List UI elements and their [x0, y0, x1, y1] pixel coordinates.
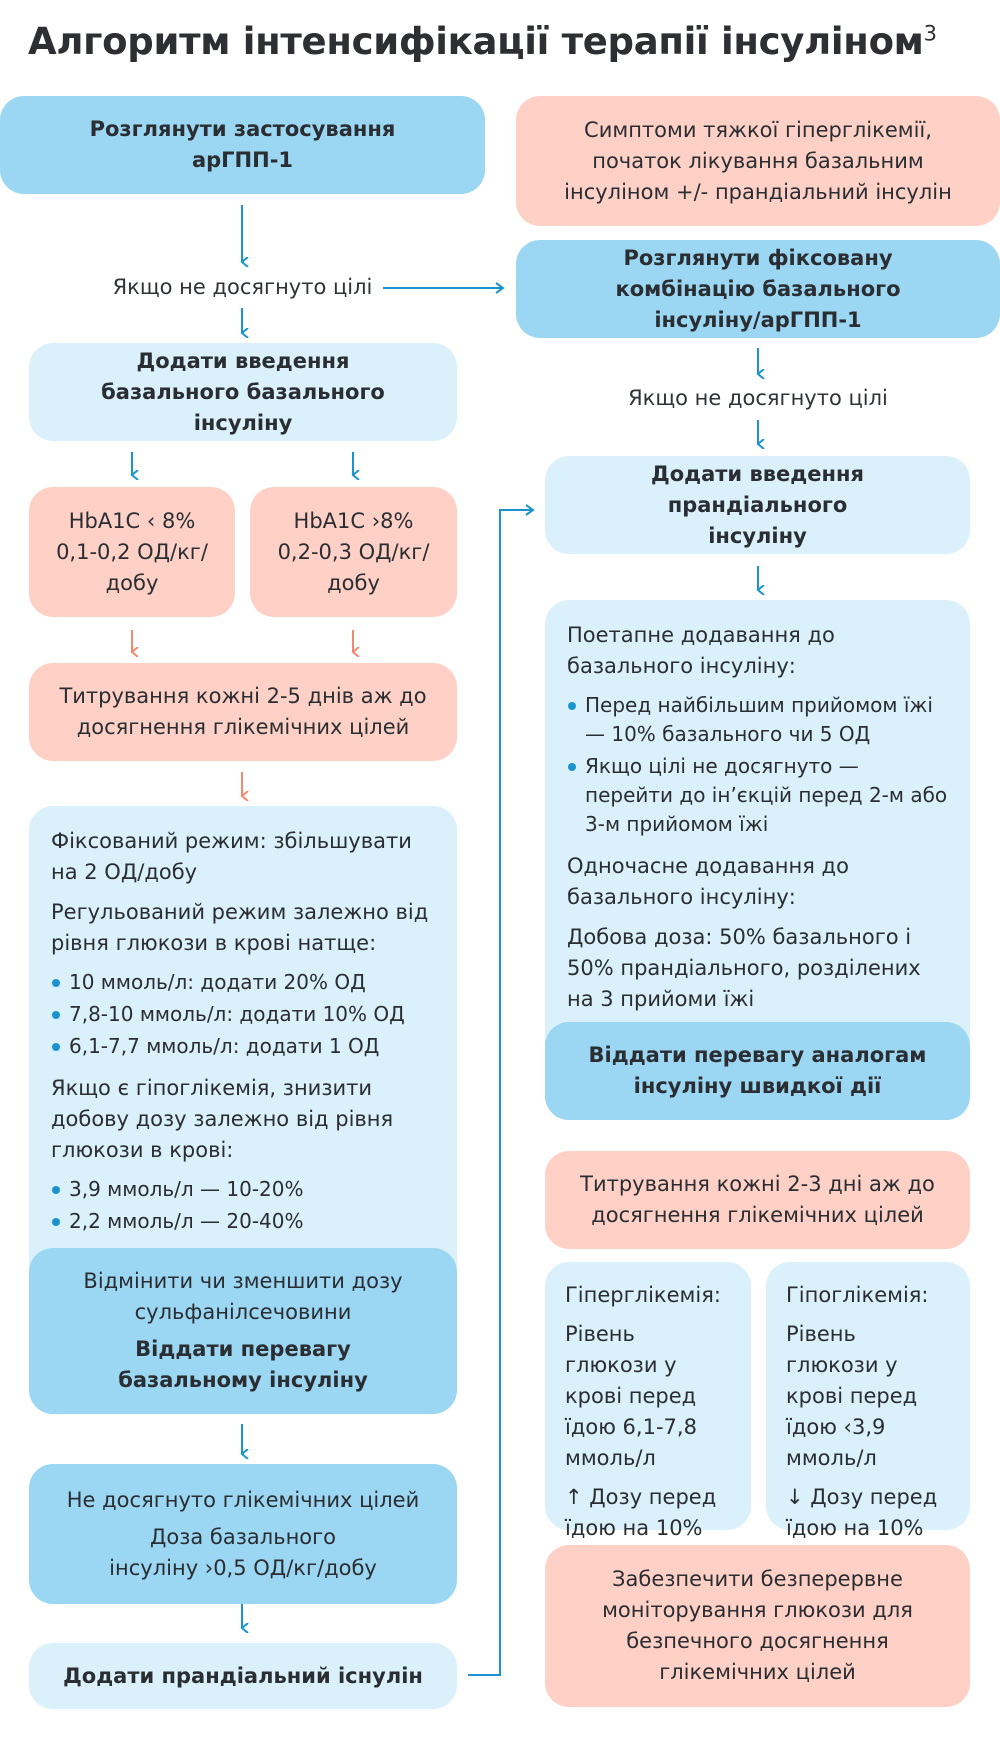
hypo-list: 3,9 ммоль/л — 10-20% 2,2 ммоль/л — 20-40… — [51, 1175, 304, 1239]
cancel-sulfonylurea-box: Відмінити чи зменшити дозу сульфанілсечо… — [29, 1248, 457, 1414]
hyper-title: Гіперглікемія: — [565, 1283, 721, 1307]
page-title: Алгоритм інтенсифікації терапії інсуліно… — [28, 20, 937, 63]
hba1c-low-box: HbA1C ‹ 8% 0,1-0,2 ОД/кг/добу — [29, 487, 235, 617]
arrow-long-connector — [468, 504, 535, 1676]
symptoms-box: Симптоми тяжкої гіперглікемії, початок л… — [516, 96, 1000, 226]
if-not-goal-label: Якщо не досягнуто цілі — [112, 275, 373, 299]
monitoring-box: Забезпечити безперервне моніторування гл… — [545, 1545, 970, 1707]
not-reached-text: Не досягнуто глікемічних цілей — [66, 1487, 420, 1512]
hypo-title: Гіпоглікемія: — [786, 1283, 929, 1307]
add-basal-box: Додати введення базального базального ін… — [29, 343, 457, 441]
stepwise-text: Поетапне додавання до базального інсулін… — [567, 623, 835, 678]
hypoglycemia-card: Гіпоглікемія: Рівень глюкози у крові пер… — [766, 1262, 970, 1540]
dose-text: Доза базального інсуліну ›0,5 ОД/кг/добу — [109, 1524, 377, 1580]
list-item: 6,1-7,7 ммоль/л: додати 1 ОД — [51, 1032, 405, 1061]
fixed-combo-box: Розглянути фіксовану комбінацію базально… — [516, 240, 1000, 338]
titration-right-box: Титрування кожні 2-3 дні аж до досягненн… — [545, 1151, 970, 1249]
list-item: 2,2 ммоль/л — 20-40% — [51, 1207, 304, 1236]
list-item: 10 ммоль/л: додати 20% ОД — [51, 968, 405, 997]
fixed-mode-text: Фіксований режим: збільшувати на 2 ОД/до… — [51, 829, 412, 884]
prefer-fast-box: Віддати перевагу аналогам інсуліну швидк… — [545, 1022, 970, 1120]
step-list: Перед найбільшим прийомом їжі — 10% база… — [567, 691, 948, 842]
hypo-action: ↓ Дозу перед їдою на 10% — [786, 1485, 938, 1540]
hyper-text: Рівень глюкози у крові перед їдою 6,1-7,… — [565, 1322, 697, 1470]
daily-dose-text: Добова доза: 50% базального і 50% пранді… — [567, 925, 921, 1011]
list-item: 7,8-10 ммоль/л: додати 10% ОД — [51, 1000, 405, 1029]
hyper-action: ↑ Дозу перед їдою на 10% — [565, 1485, 717, 1540]
hypo-text: Якщо є гіпоглікемія, знизити добову дозу… — [51, 1076, 394, 1162]
consider-glp1-box: Розглянути застосування арГПП-1 — [0, 96, 485, 194]
titration-left-box: Титрування кожні 2-5 днів аж до досягнен… — [29, 663, 457, 761]
regulated-mode-text: Регульований режим залежно від рівня глю… — [51, 900, 429, 955]
add-prandial-left-box: Додати прандіальний існулін — [29, 1643, 457, 1709]
hba1c-high-box: HbA1C ›8% 0,2-0,3 ОД/кг/добу — [250, 487, 457, 617]
list-item: Перед найбільшим прийомом їжі — 10% база… — [567, 691, 948, 749]
hypo-text: Рівень глюкози у крові перед їдою ‹3,9 м… — [786, 1322, 918, 1470]
simultaneous-text: Одночасне додавання до базального інсулі… — [567, 854, 849, 909]
list-item: 3,9 ммоль/л — 10-20% — [51, 1175, 304, 1204]
if-not-goal-right-label: Якщо не досягнуто цілі — [628, 386, 888, 410]
not-reached-box: Не досягнуто глікемічних цілей Доза база… — [29, 1464, 457, 1604]
regulated-list: 10 ммоль/л: додати 20% ОД 7,8-10 ммоль/л… — [51, 968, 405, 1064]
cancel-text: Відмінити чи зменшити дозу сульфанілсечо… — [83, 1269, 403, 1324]
hyperglycemia-card: Гіперглікемія: Рівень глюкози у крові пе… — [545, 1262, 751, 1540]
list-item: Якщо цілі не досягнуто — перейти до ін’є… — [567, 752, 948, 839]
add-prandial-right-box: Додати введення прандіального інсуліну — [545, 456, 970, 554]
prefer-basal-text: Віддати перевагу базальному інсуліну — [118, 1337, 368, 1392]
